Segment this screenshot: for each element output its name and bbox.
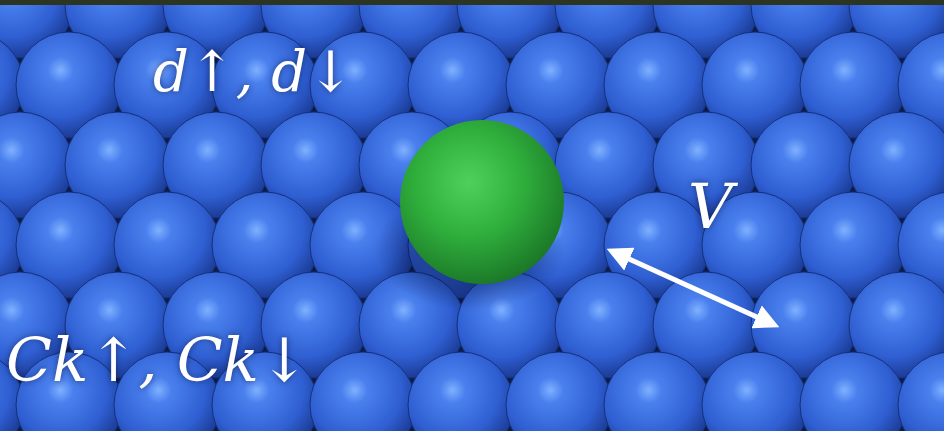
impurity-atom xyxy=(400,120,564,284)
host-atom xyxy=(800,352,906,431)
top-strip xyxy=(0,0,944,5)
host-atom xyxy=(604,352,710,431)
host-atom xyxy=(702,352,808,431)
host-atom xyxy=(310,352,416,431)
host-atom xyxy=(898,352,944,431)
host-atom xyxy=(506,352,612,431)
hybridization-arrow xyxy=(618,254,768,322)
impurity-operators: d↑, d↓ xyxy=(153,44,354,100)
host-atom xyxy=(408,352,514,431)
hybridization-label: V xyxy=(688,176,733,238)
conduction-operators: Ck↑, Ck↓ xyxy=(6,330,309,390)
